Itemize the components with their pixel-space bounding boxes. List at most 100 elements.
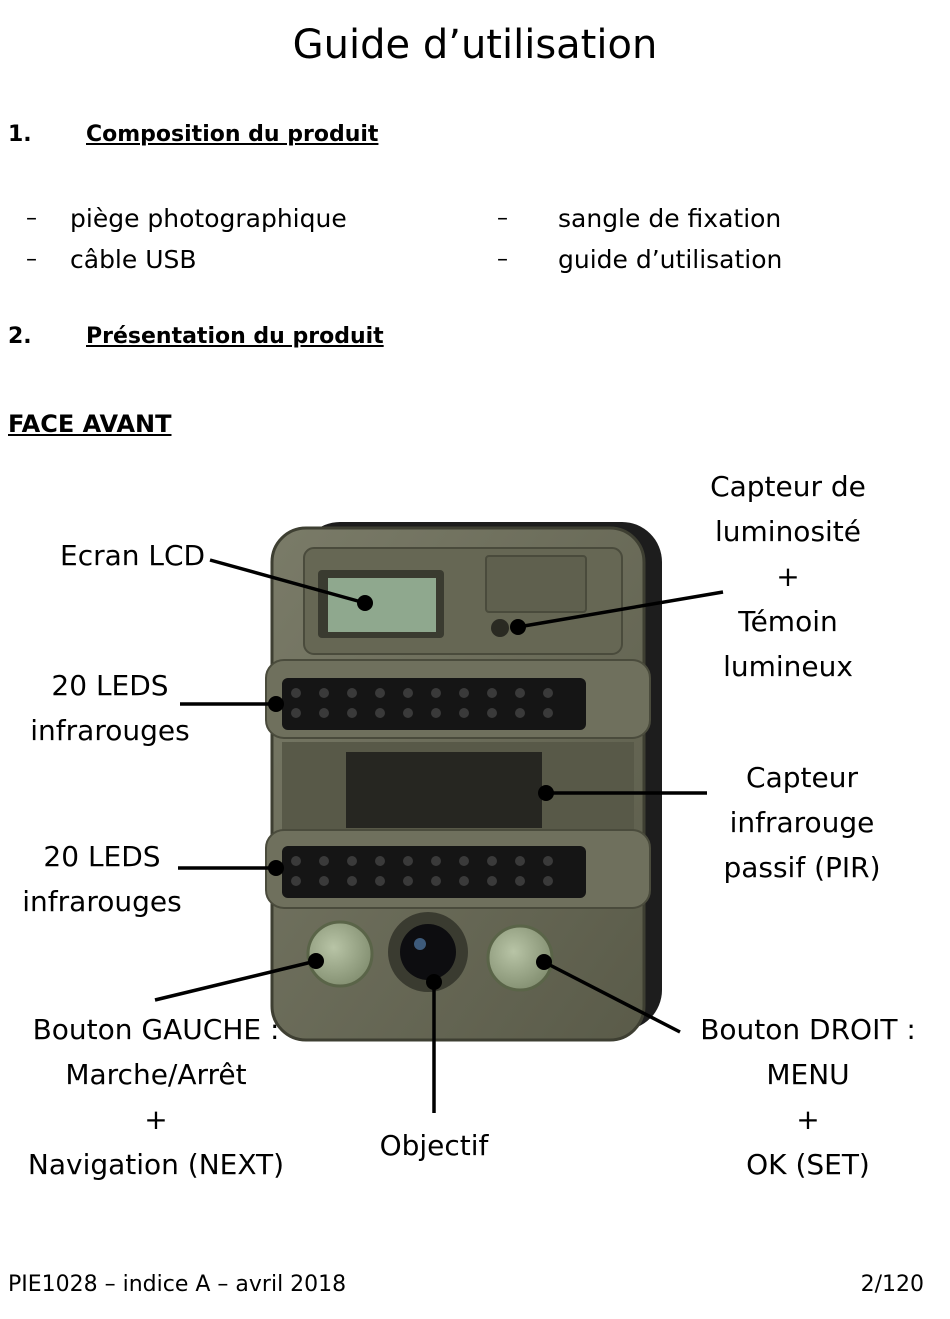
infrared-led bbox=[431, 688, 441, 698]
callout-dot-leds-bottom bbox=[268, 860, 284, 876]
infrared-led bbox=[347, 688, 357, 698]
section-2-heading: 2. Présentation du produit bbox=[0, 324, 500, 354]
infrared-led bbox=[291, 856, 301, 866]
label-line: 20 LEDS bbox=[51, 669, 169, 702]
infrared-led bbox=[459, 856, 469, 866]
label-line: infrarouges bbox=[30, 714, 190, 747]
left-button bbox=[306, 920, 374, 988]
pir-lens bbox=[346, 752, 542, 828]
label-line: Témoin bbox=[738, 605, 838, 638]
label-light-sensor: Capteur de luminosité + Témoin lumineux bbox=[688, 464, 888, 689]
infrared-led bbox=[515, 708, 525, 718]
infrared-led bbox=[431, 876, 441, 886]
page-title: Guide d’utilisation bbox=[292, 22, 658, 68]
label-line: Marche/Arrêt bbox=[65, 1058, 247, 1091]
label-line: + bbox=[144, 1103, 168, 1136]
section-1-title: Composition du produit bbox=[86, 122, 379, 147]
callout-line-right-button bbox=[543, 960, 681, 1034]
infrared-led bbox=[375, 876, 385, 886]
led-strip-bottom bbox=[282, 846, 586, 898]
infrared-led bbox=[543, 688, 553, 698]
front-face-heading: FACE AVANT bbox=[8, 410, 172, 438]
label-lens: Objectif bbox=[379, 1129, 489, 1162]
label-line: infrarouges bbox=[22, 885, 182, 918]
label-line: 20 LEDS bbox=[43, 840, 161, 873]
label-line: MENU bbox=[766, 1058, 850, 1091]
infrared-led bbox=[515, 688, 525, 698]
label-line: Capteur bbox=[746, 761, 858, 794]
infrared-led bbox=[487, 708, 497, 718]
label-line: infrarouge bbox=[729, 806, 875, 839]
label-line: Navigation (NEXT) bbox=[27, 1148, 285, 1181]
page-number: 2/120 bbox=[860, 1272, 924, 1297]
infrared-led bbox=[459, 876, 469, 886]
light-sensor bbox=[491, 619, 509, 637]
leds-bottom bbox=[291, 856, 553, 886]
label-line: Capteur de bbox=[710, 470, 866, 503]
list-dash: – bbox=[497, 206, 508, 231]
infrared-led bbox=[543, 708, 553, 718]
infrared-led bbox=[347, 856, 357, 866]
callout-dot-leds-top bbox=[268, 696, 284, 712]
infrared-led bbox=[431, 856, 441, 866]
infrared-led bbox=[515, 876, 525, 886]
infrared-led bbox=[487, 856, 497, 866]
callout-line-light-sensor bbox=[517, 590, 724, 629]
label-line: OK (SET) bbox=[746, 1148, 870, 1181]
lcd-screen bbox=[328, 578, 436, 632]
label-leds-bottom: 20 LEDS infrarouges bbox=[12, 834, 192, 924]
list-dash: – bbox=[26, 206, 37, 231]
infrared-led bbox=[403, 876, 413, 886]
callout-dot-lcd bbox=[357, 595, 373, 611]
label-line: lumineux bbox=[723, 650, 853, 683]
infrared-led bbox=[403, 856, 413, 866]
callout-dot-pir bbox=[538, 785, 554, 801]
label-line: Bouton DROIT : bbox=[700, 1013, 916, 1046]
infrared-led bbox=[347, 708, 357, 718]
label-left-button: Bouton GAUCHE : Marche/Arrêt + Navigatio… bbox=[20, 1007, 292, 1187]
label-pir: Capteur infrarouge passif (PIR) bbox=[712, 755, 892, 890]
list-dash: – bbox=[497, 247, 508, 272]
infrared-led bbox=[291, 708, 301, 718]
infrared-led bbox=[319, 708, 329, 718]
label-line: luminosité bbox=[714, 515, 862, 548]
infrared-led bbox=[319, 876, 329, 886]
section-1-number: 1. bbox=[8, 122, 32, 147]
infrared-led bbox=[487, 876, 497, 886]
infrared-led bbox=[487, 688, 497, 698]
infrared-led bbox=[459, 708, 469, 718]
callout-dot-right-button bbox=[536, 954, 552, 970]
infrared-led bbox=[403, 688, 413, 698]
right-button bbox=[486, 924, 554, 992]
callout-dot-left-button bbox=[308, 953, 324, 969]
label-line: + bbox=[776, 560, 800, 593]
infrared-led bbox=[459, 688, 469, 698]
label-lcd: Ecran LCD bbox=[60, 539, 206, 572]
infrared-led bbox=[319, 688, 329, 698]
infrared-led bbox=[375, 856, 385, 866]
callout-line-left-button bbox=[154, 959, 317, 1002]
callout-line-lcd bbox=[209, 558, 366, 605]
label-line: passif (PIR) bbox=[723, 851, 881, 884]
infrared-led bbox=[431, 708, 441, 718]
section-1-heading: 1. Composition du produit bbox=[0, 122, 500, 152]
lens-reflection bbox=[414, 938, 426, 950]
footer-reference: PIE1028 – indice A – avril 2018 bbox=[8, 1272, 347, 1297]
list-dash: – bbox=[26, 247, 37, 272]
label-line: Bouton GAUCHE : bbox=[32, 1013, 280, 1046]
lens bbox=[400, 924, 456, 980]
infrared-led bbox=[543, 856, 553, 866]
section-2-title: Présentation du produit bbox=[86, 324, 384, 349]
infrared-led bbox=[375, 708, 385, 718]
section-2-number: 2. bbox=[8, 324, 32, 349]
callout-dot-lens bbox=[426, 974, 442, 990]
infrared-led bbox=[347, 876, 357, 886]
infrared-led bbox=[291, 688, 301, 698]
infrared-led bbox=[515, 856, 525, 866]
infrared-led bbox=[319, 856, 329, 866]
infrared-led bbox=[403, 708, 413, 718]
list-item: câble USB bbox=[70, 245, 197, 274]
leds-top bbox=[291, 688, 553, 718]
infrared-led bbox=[375, 688, 385, 698]
